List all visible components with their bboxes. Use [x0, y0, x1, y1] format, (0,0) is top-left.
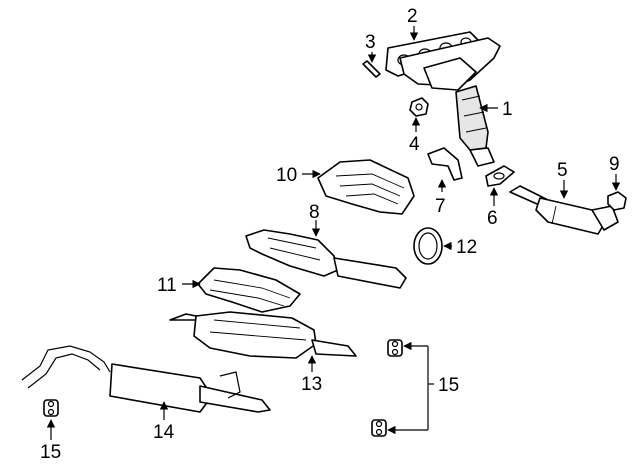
callout-4: 4 [409, 134, 420, 155]
catalytic-converter [245, 229, 407, 289]
leader-lines [46, 26, 621, 440]
hanger-upper-right [387, 339, 403, 357]
heat-shield-lower [197, 267, 301, 313]
resonator [169, 311, 357, 359]
callout-7: 7 [435, 196, 446, 217]
muffler-tailpipe [21, 345, 271, 413]
callout-12: 12 [456, 237, 477, 258]
bracket [427, 147, 463, 181]
callout-9: 9 [609, 154, 620, 175]
callout-5: 5 [557, 160, 568, 181]
nut-small [607, 191, 627, 211]
flange-gasket [485, 165, 515, 187]
callout-2: 2 [407, 6, 418, 27]
nut [409, 97, 429, 117]
stud [362, 60, 381, 78]
callout-1: 1 [502, 99, 513, 120]
callout-3: 3 [365, 32, 376, 53]
hanger-left [43, 399, 59, 417]
callout-14: 14 [153, 422, 175, 443]
callout-11: 11 [157, 275, 177, 296]
callout-10: 10 [276, 165, 297, 186]
callout-15-left: 15 [40, 442, 61, 463]
callout-13: 13 [301, 374, 322, 395]
callout-6: 6 [487, 208, 498, 229]
callout-8: 8 [309, 202, 320, 223]
manifold-converter [399, 37, 501, 167]
heat-shield-upper [317, 159, 415, 215]
callout-15-right: 15 [438, 375, 459, 396]
front-pipe [509, 185, 619, 235]
hanger-lower-right [371, 419, 387, 437]
gasket-ring [413, 227, 443, 265]
